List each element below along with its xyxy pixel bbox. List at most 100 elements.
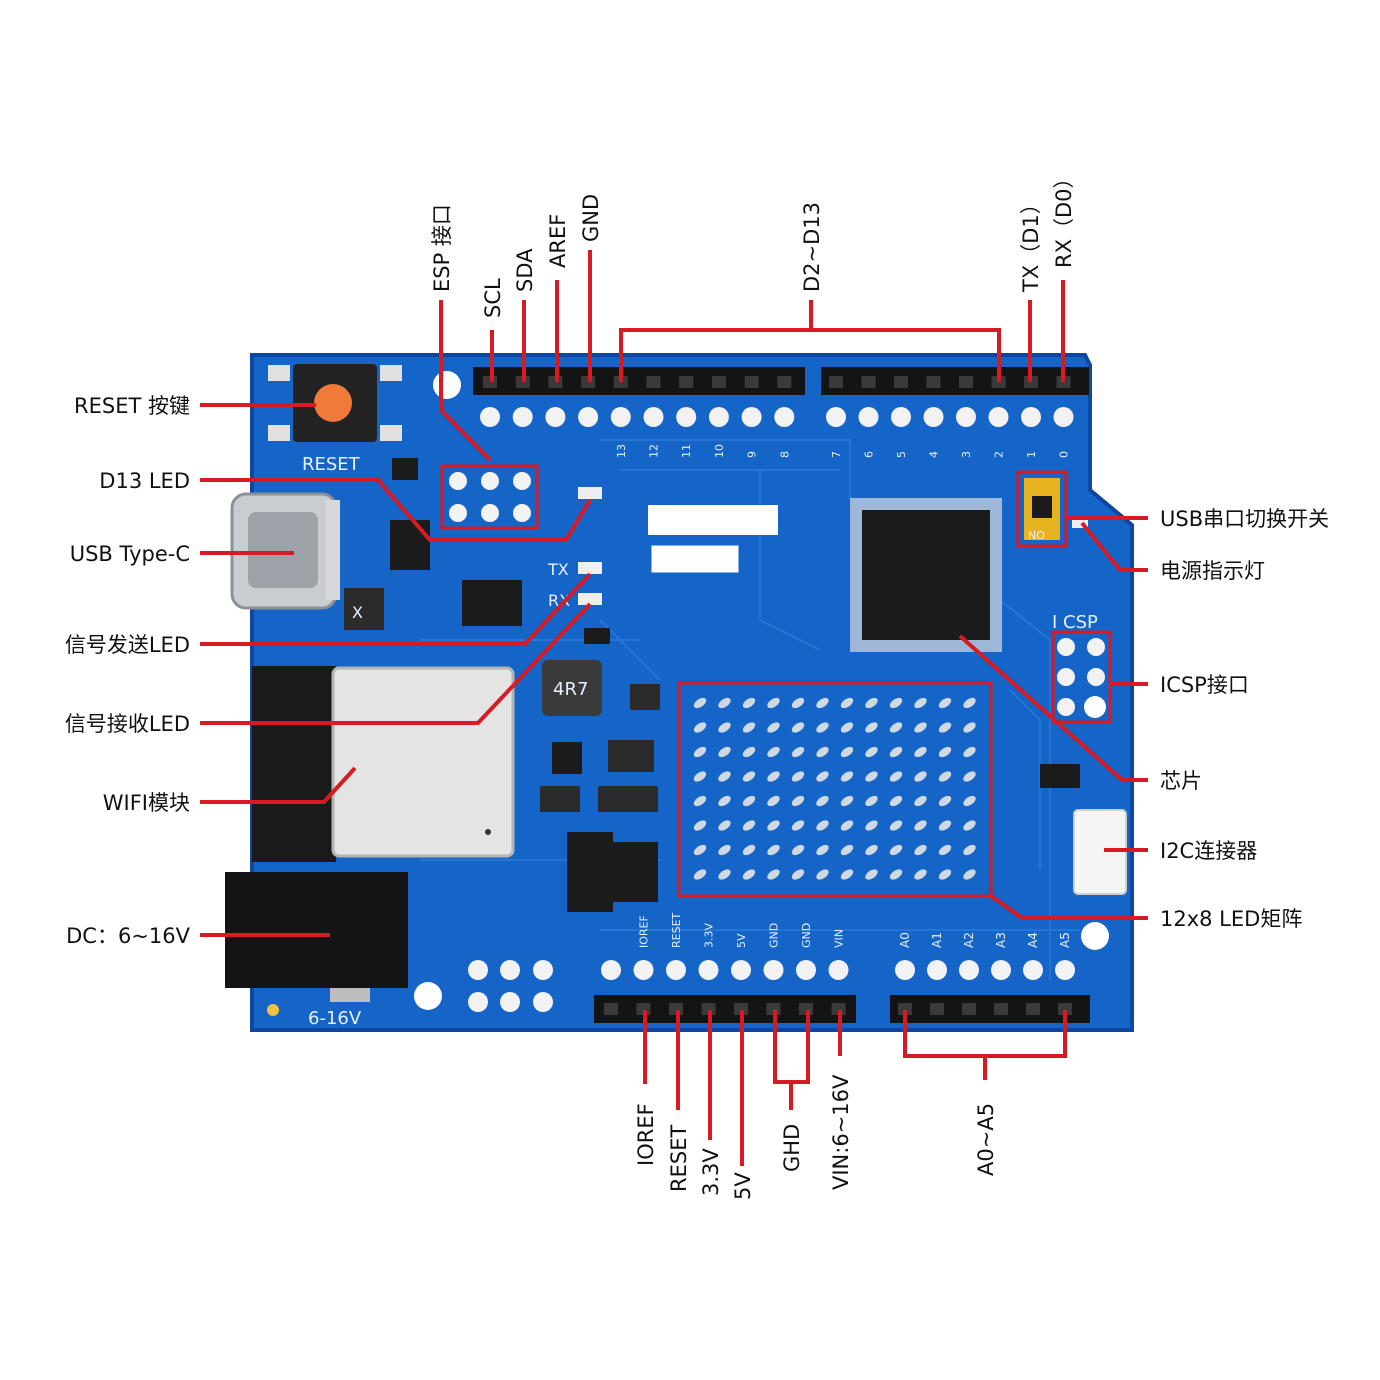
silk-digital-pin: 9: [746, 451, 759, 458]
mount-hole-bottom-right: [1081, 922, 1109, 950]
led-dot: [840, 746, 854, 758]
led-dot: [865, 722, 878, 733]
header-pin: [926, 376, 941, 388]
header-pad: [1021, 407, 1041, 427]
silk-analog-pin: A3: [994, 932, 1008, 948]
silk-inductor: 4R7: [553, 679, 588, 700]
led-dot: [840, 795, 854, 807]
silk-digital-pin: 3: [960, 451, 973, 458]
silk-voltage: 6-16V: [308, 1008, 362, 1029]
tx-rx-leds: TX RX: [547, 487, 610, 644]
header-pad: [774, 407, 795, 427]
led-dot: [914, 771, 927, 782]
extra-pad: [533, 960, 553, 980]
label-i2c-connector: I2C连接器: [1160, 839, 1257, 863]
mount-hole-right: [1084, 696, 1106, 718]
led-dot: [791, 795, 805, 807]
label-ioref: IOREF: [634, 1103, 658, 1166]
header-pad: [1053, 407, 1074, 427]
label-reset-button: RESET 按键: [74, 394, 190, 418]
header-pin: [959, 376, 973, 388]
header-pin: [646, 376, 661, 388]
header-pin: [861, 376, 876, 388]
label-tx-d1: TX（D1）: [1019, 193, 1043, 293]
header-pin: [962, 1003, 976, 1015]
label-a0-a5: A0~A5: [974, 1103, 998, 1176]
led-dot: [889, 722, 903, 733]
led-dot: [938, 771, 952, 782]
led-dot: [963, 820, 976, 831]
led-dot: [889, 771, 903, 782]
led-dot: [889, 820, 903, 831]
led-dot: [865, 746, 878, 758]
led-dot: [718, 722, 731, 733]
led-dot: [767, 722, 780, 733]
svg-text:X: X: [352, 603, 363, 622]
leader-d13-led: [200, 478, 592, 542]
silk-power-pin: RESET: [670, 912, 683, 948]
silk-reset: RESET: [302, 454, 361, 475]
led-dot: [791, 697, 805, 709]
header-pad: [988, 407, 1009, 427]
led-dot: [938, 746, 952, 758]
label-5v: 5V: [731, 1172, 755, 1200]
led-dot: [816, 844, 829, 856]
header-pin: [604, 1003, 618, 1015]
led-dot: [840, 771, 854, 782]
led-dot: [963, 746, 976, 758]
led-dot: [718, 771, 731, 782]
led-dot: [865, 697, 878, 709]
label-tx-led: 信号发送LED: [65, 633, 190, 657]
header-pin: [930, 1003, 944, 1015]
label-power-led: 电源指示灯: [1160, 559, 1265, 583]
led-dot: [938, 844, 952, 856]
silk-rx: RX: [548, 591, 570, 610]
silk-power-pin: GND: [768, 923, 781, 948]
header-pin: [734, 1003, 748, 1015]
leader-esp: [439, 300, 492, 462]
label-icsp-header: ICSP接口: [1160, 673, 1249, 697]
header-pad: [891, 407, 911, 427]
led-dot: [865, 771, 878, 782]
leader-power-led: [1080, 521, 1148, 572]
silk-switch-no: NO: [1028, 529, 1045, 542]
led-dot: [914, 844, 927, 856]
led-dot: [742, 746, 756, 758]
leader-lines: [200, 250, 1148, 1166]
led-dot: [742, 795, 756, 807]
header-pad: [633, 960, 654, 980]
header-pad: [763, 960, 784, 980]
header-pad: [923, 407, 944, 427]
silk-digital-pin: 12: [648, 444, 661, 458]
leader-d2-d13: [619, 300, 1001, 382]
inductor: 4R7: [542, 660, 602, 716]
leader-wifi: [200, 766, 357, 804]
header-pad: [643, 407, 664, 427]
led-dot: [914, 820, 927, 831]
led-dot: [791, 869, 805, 880]
header-pin: [777, 376, 792, 388]
led-dot: [938, 722, 952, 733]
leader-gnd-bottom: [773, 1010, 810, 1110]
led-dot: [816, 746, 829, 758]
header-pad: [796, 960, 816, 980]
mount-hole-top-left: [433, 371, 461, 399]
led-dot: [693, 771, 707, 782]
led-dot: [693, 697, 707, 709]
silk-power-pin: GND: [800, 923, 813, 948]
led-dot: [742, 820, 756, 831]
label-reset-pin: RESET: [667, 1125, 691, 1192]
led-dot: [816, 722, 829, 733]
header-pin: [711, 376, 726, 388]
header-pad: [956, 407, 976, 427]
label-usb-serial-switch: USB串口切换开关: [1160, 507, 1329, 531]
led-dot: [791, 820, 805, 831]
led-dot: [742, 869, 756, 880]
label-d2-d13: D2~D13: [800, 202, 824, 292]
led-dot: [914, 869, 927, 880]
extra-pad: [500, 992, 520, 1012]
led-dot: [693, 820, 707, 831]
led-dot: [914, 795, 927, 807]
silk-icsp: I CSP: [1052, 612, 1098, 633]
